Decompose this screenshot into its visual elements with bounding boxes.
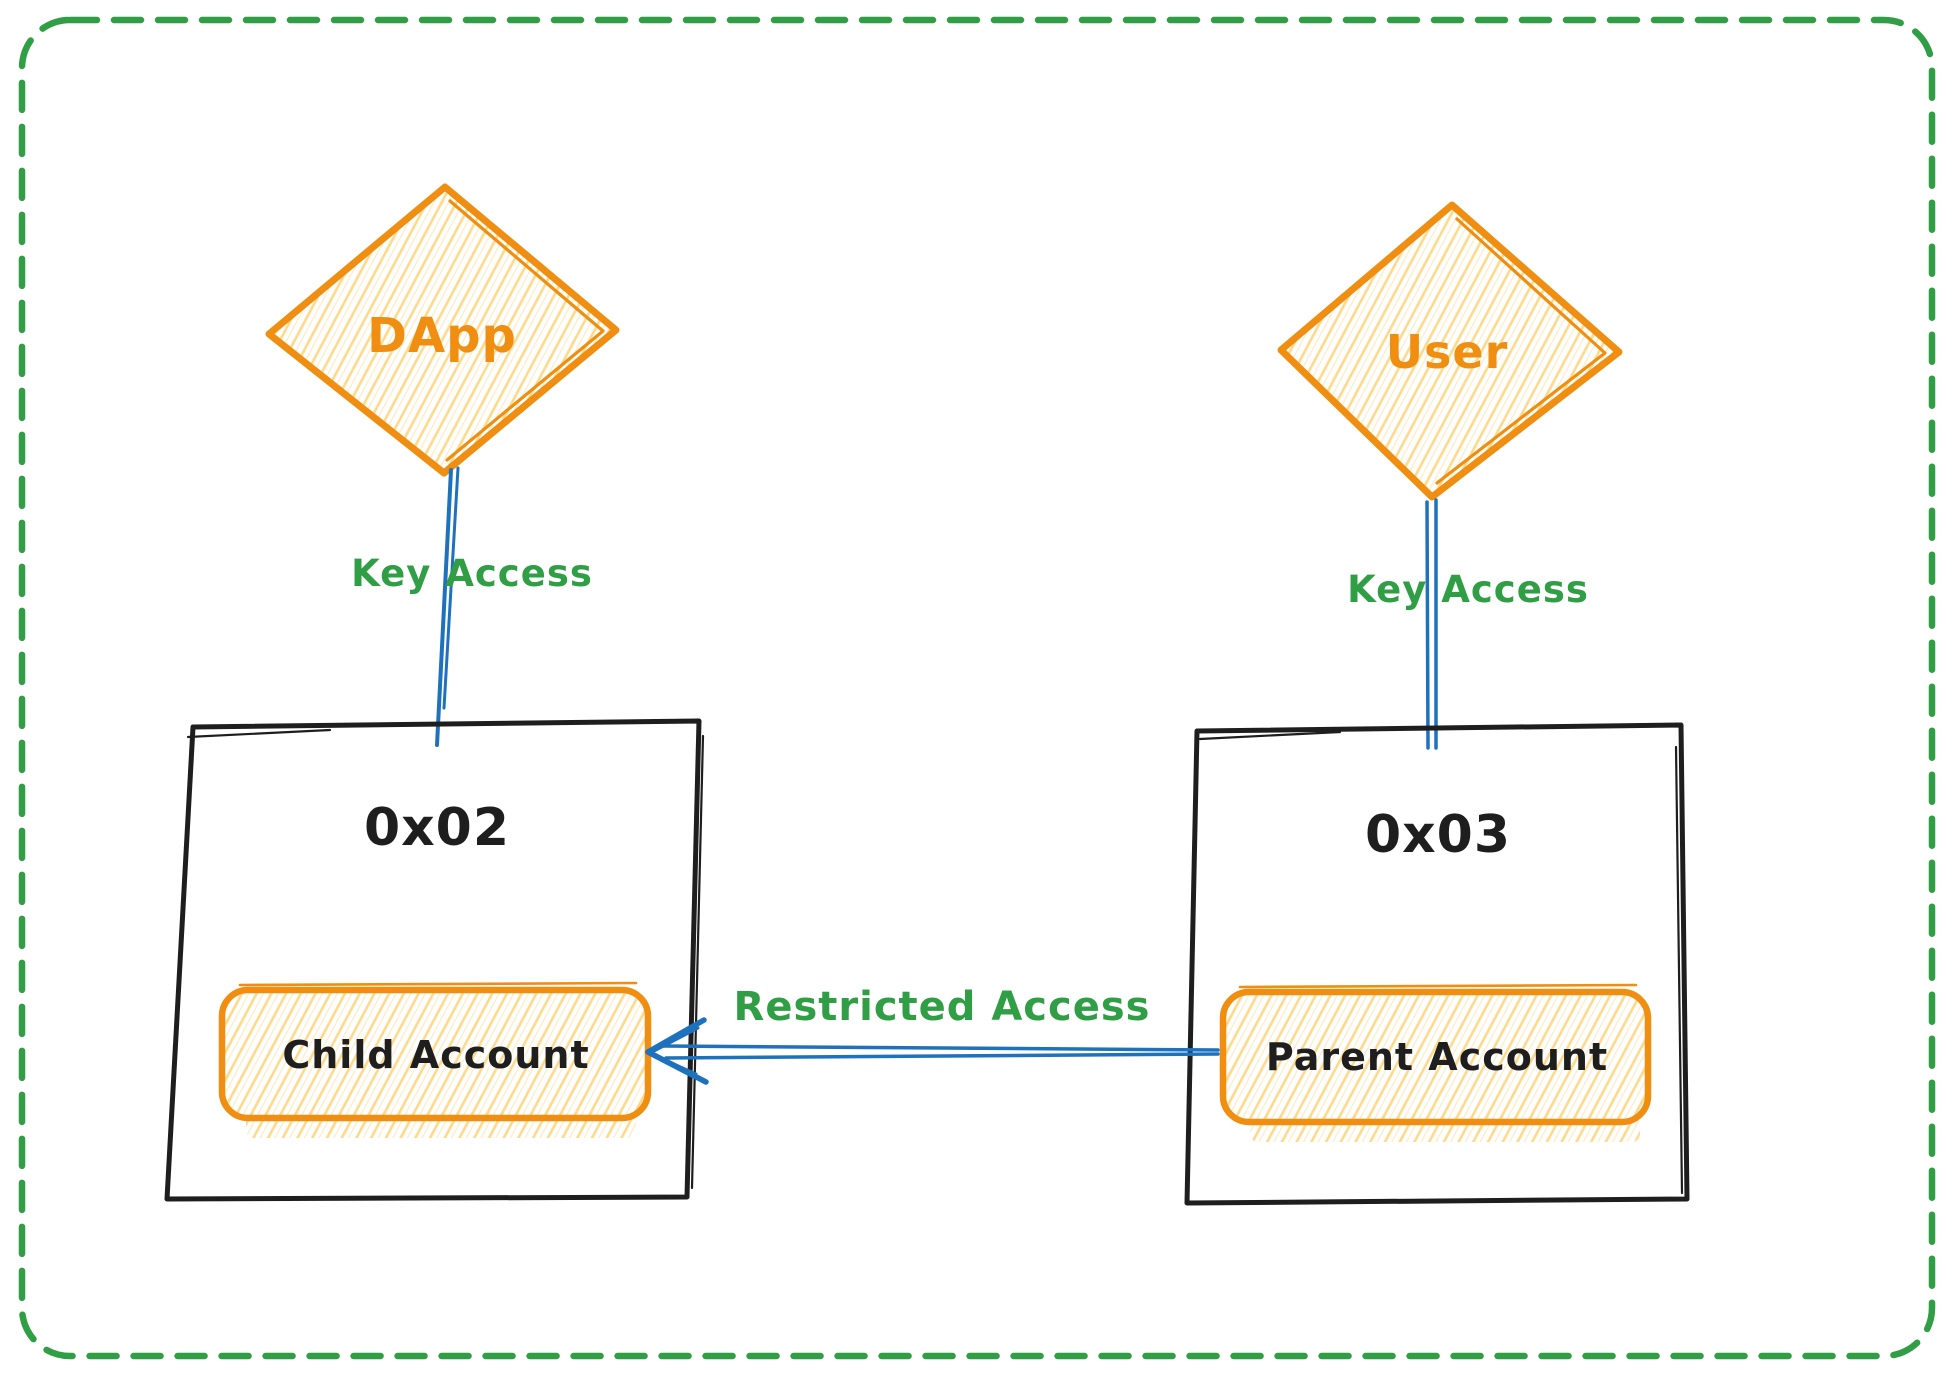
user-diamond-outline-overdraw bbox=[1435, 217, 1607, 485]
dapp-diamond-outline-overdraw bbox=[445, 199, 605, 462]
restricted-access-arrow: Restricted Access bbox=[645, 984, 1220, 1085]
restricted-access-shaft-1 bbox=[662, 1044, 1220, 1052]
dapp-key-access-label: Key Access bbox=[351, 552, 593, 595]
arrowhead-upper-overdraw bbox=[652, 1026, 700, 1053]
dapp-connector-line bbox=[435, 468, 453, 747]
left-box-outline-overdraw-right bbox=[690, 734, 705, 1190]
right-box-label: 0x03 bbox=[1365, 805, 1511, 865]
child-account-label: Child Account bbox=[282, 1033, 589, 1077]
user-key-access-label: Key Access bbox=[1347, 568, 1589, 611]
parent-account-label: Parent Account bbox=[1266, 1035, 1608, 1079]
child-account-outline-overdraw bbox=[238, 981, 638, 987]
left-box-outline bbox=[164, 718, 702, 1202]
right-box-outline bbox=[1184, 722, 1690, 1206]
parent-account-outline bbox=[1219, 988, 1652, 1126]
user-diamond-node: User bbox=[1277, 201, 1623, 501]
dapp-diamond-outline bbox=[265, 183, 620, 477]
dapp-connector-line-overdraw bbox=[442, 466, 460, 710]
user-label: User bbox=[1386, 325, 1509, 379]
dapp-label: DApp bbox=[367, 308, 517, 364]
child-account-hatch bbox=[222, 990, 648, 1118]
dapp-diamond-node: DApp bbox=[265, 183, 620, 477]
left-box-node: 0x02 Child Account bbox=[164, 718, 705, 1202]
child-account-node: Child Account bbox=[218, 981, 652, 1138]
arrowhead-upper-stroke bbox=[645, 1017, 707, 1055]
user-connector-line bbox=[1425, 500, 1430, 750]
right-box-node: 0x03 Parent Account bbox=[1184, 722, 1690, 1206]
restricted-access-shaft-2 bbox=[664, 1052, 1220, 1060]
restricted-access-label: Restricted Access bbox=[734, 984, 1151, 1030]
dapp-key-access-connector: Key Access bbox=[351, 466, 593, 747]
left-box-label: 0x02 bbox=[364, 798, 510, 858]
right-box-outline-overdraw-right bbox=[1674, 745, 1684, 1195]
user-diamond-outline bbox=[1277, 201, 1623, 501]
dashed-frame-border bbox=[18, 16, 1936, 1360]
left-box-outline-overdraw-top bbox=[186, 728, 332, 739]
parent-account-hatch bbox=[1223, 992, 1648, 1122]
arrowhead-lower-overdraw bbox=[652, 1053, 698, 1076]
user-key-access-connector: Key Access bbox=[1347, 498, 1589, 750]
right-box-outline-overdraw-top bbox=[1198, 730, 1342, 741]
parent-account-node: Parent Account bbox=[1219, 983, 1652, 1142]
parent-account-outline-overdraw bbox=[1238, 983, 1638, 989]
